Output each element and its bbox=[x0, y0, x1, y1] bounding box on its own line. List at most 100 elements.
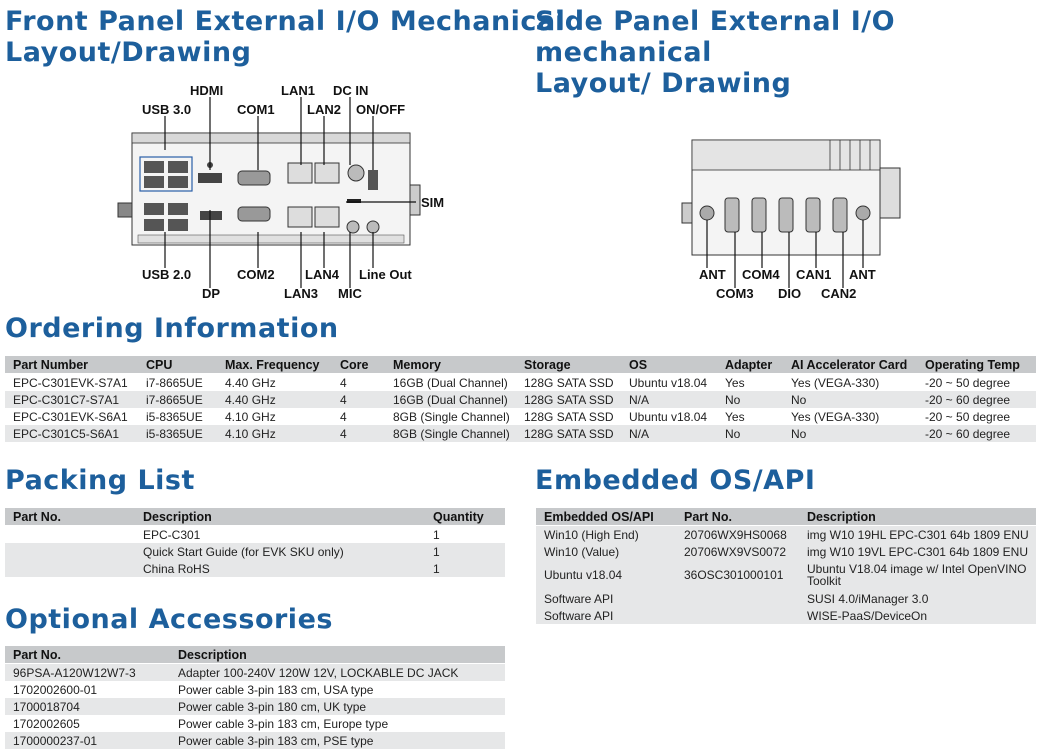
table-cell bbox=[676, 590, 799, 607]
table-row: Ubuntu v18.04 36OSC301000101 Ubuntu V18.… bbox=[536, 560, 1036, 590]
table-cell: 128G SATA SSD bbox=[516, 373, 621, 391]
column-header: Embedded OS/API bbox=[536, 508, 676, 526]
label-ant-right: ANT bbox=[849, 267, 876, 282]
table-cell: i7-8665UE bbox=[138, 373, 217, 391]
label-dc-in: DC IN bbox=[333, 83, 369, 98]
table-header-row: Part No. Description Quantity bbox=[5, 508, 505, 526]
ordering-table: Part Number CPU Max. Frequency Core Memo… bbox=[5, 356, 1036, 442]
table-cell: China RoHS bbox=[135, 560, 425, 577]
table-cell: Power cable 3-pin 183 cm, Europe type bbox=[170, 715, 505, 732]
table-cell: 4.40 GHz bbox=[217, 391, 332, 408]
table-cell: Ubuntu v18.04 bbox=[621, 373, 717, 391]
table-cell: img W10 19VL EPC-C301 64b 1809 ENU bbox=[799, 543, 1036, 560]
table-row: 1700000237-01 Power cable 3-pin 183 cm, … bbox=[5, 732, 505, 749]
accessories-heading: Optional Accessories bbox=[5, 604, 333, 635]
table-cell: 128G SATA SSD bbox=[516, 408, 621, 425]
table-row: 1700018704 Power cable 3-pin 180 cm, UK … bbox=[5, 698, 505, 715]
table-cell: EPC-C301C7-S7A1 bbox=[5, 391, 138, 408]
label-on-off: ON/OFF bbox=[356, 102, 406, 117]
table-cell: Yes bbox=[717, 373, 783, 391]
table-cell: Software API bbox=[536, 607, 676, 624]
embedded-table: Embedded OS/API Part No. Description Win… bbox=[536, 508, 1036, 624]
table-cell: 4.10 GHz bbox=[217, 425, 332, 442]
label-lan4: LAN4 bbox=[305, 267, 339, 282]
table-cell: -20 ~ 60 degree bbox=[917, 391, 1036, 408]
table-cell: Adapter 100-240V 120W 12V, LOCKABLE DC J… bbox=[170, 663, 505, 681]
table-cell: 1702002600-01 bbox=[5, 681, 170, 698]
table-cell: 1700000237-01 bbox=[5, 732, 170, 749]
column-header: Adapter bbox=[717, 356, 783, 374]
table-cell: 16GB (Dual Channel) bbox=[385, 373, 516, 391]
table-cell: -20 ~ 50 degree bbox=[917, 373, 1036, 391]
table-cell: 20706WX9HS0068 bbox=[676, 525, 799, 543]
side-panel-drawing bbox=[681, 139, 901, 256]
column-header: Part Number bbox=[5, 356, 138, 374]
table-cell: Quick Start Guide (for EVK SKU only) bbox=[135, 543, 425, 560]
label-mic: MIC bbox=[338, 286, 362, 301]
table-row: Win10 (Value) 20706WX9VS0072 img W10 19V… bbox=[536, 543, 1036, 560]
column-header: Storage bbox=[516, 356, 621, 374]
table-cell: 36OSC301000101 bbox=[676, 560, 799, 590]
column-header: Part No. bbox=[5, 508, 135, 526]
ordering-heading: Ordering Information bbox=[5, 313, 339, 344]
table-cell: Ubuntu v18.04 bbox=[536, 560, 676, 590]
table-cell: i5-8365UE bbox=[138, 408, 217, 425]
column-header: Description bbox=[170, 646, 505, 664]
table-cell: 8GB (Single Channel) bbox=[385, 408, 516, 425]
table-cell: 1 bbox=[425, 543, 505, 560]
table-cell: Software API bbox=[536, 590, 676, 607]
label-com3: COM3 bbox=[716, 286, 754, 301]
table-header-row: Part Number CPU Max. Frequency Core Memo… bbox=[5, 356, 1036, 374]
column-header: Max. Frequency bbox=[217, 356, 332, 374]
table-row: EPC-C301C7-S7A1 i7-8665UE 4.40 GHz 4 16G… bbox=[5, 391, 1036, 408]
table-cell: 128G SATA SSD bbox=[516, 425, 621, 442]
column-header: CPU bbox=[138, 356, 217, 374]
packing-table: Part No. Description Quantity EPC-C301 1… bbox=[5, 508, 505, 577]
table-cell: 4 bbox=[332, 408, 385, 425]
column-header: Description bbox=[799, 508, 1036, 526]
table-row: EPC-C301EVK-S7A1 i7-8665UE 4.40 GHz 4 16… bbox=[5, 373, 1036, 391]
table-cell: Power cable 3-pin 183 cm, PSE type bbox=[170, 732, 505, 749]
table-cell: EPC-C301 bbox=[135, 525, 425, 543]
label-dio: DIO bbox=[778, 286, 802, 301]
label-com1: COM1 bbox=[237, 102, 275, 117]
label-can2: CAN2 bbox=[821, 286, 857, 301]
column-header: AI Accelerator Card bbox=[783, 356, 917, 374]
table-cell: Ubuntu V18.04 image w/ Intel OpenVINO To… bbox=[799, 560, 1036, 590]
table-cell: EPC-C301EVK-S6A1 bbox=[5, 408, 138, 425]
table-cell: Yes (VEGA-330) bbox=[783, 373, 917, 391]
table-cell: Power cable 3-pin 180 cm, UK type bbox=[170, 698, 505, 715]
table-cell: N/A bbox=[621, 425, 717, 442]
table-cell: 1 bbox=[425, 525, 505, 543]
table-cell: Yes (VEGA-330) bbox=[783, 408, 917, 425]
label-dp: DP bbox=[202, 286, 221, 301]
label-can1: CAN1 bbox=[796, 267, 832, 282]
table-cell: 1700018704 bbox=[5, 698, 170, 715]
front-panel-heading: Front Panel External I/O Mechanical Layo… bbox=[5, 6, 565, 68]
label-ant-left: ANT bbox=[699, 267, 726, 282]
table-cell: No bbox=[717, 425, 783, 442]
column-header: Core bbox=[332, 356, 385, 374]
table-cell: Ubuntu v18.04 bbox=[621, 408, 717, 425]
label-usb30: USB 3.0 bbox=[142, 102, 192, 117]
table-cell: No bbox=[717, 391, 783, 408]
table-row: EPC-C301EVK-S6A1 i5-8365UE 4.10 GHz 4 8G… bbox=[5, 408, 1036, 425]
side-panel-heading: Side Panel External I/O mechanical Layou… bbox=[535, 6, 1048, 99]
column-header: Memory bbox=[385, 356, 516, 374]
table-row: 96PSA-A120W12W7-3 Adapter 100-240V 120W … bbox=[5, 663, 505, 681]
table-row: EPC-C301 1 bbox=[5, 525, 505, 543]
table-row: Win10 (High End) 20706WX9HS0068 img W10 … bbox=[536, 525, 1036, 543]
table-cell: 128G SATA SSD bbox=[516, 391, 621, 408]
packing-heading: Packing List bbox=[5, 465, 195, 496]
label-lan2: LAN2 bbox=[307, 102, 341, 117]
label-lan3: LAN3 bbox=[284, 286, 318, 301]
table-row: Software API WISE-PaaS/DeviceOn bbox=[536, 607, 1036, 624]
table-cell: -20 ~ 60 degree bbox=[917, 425, 1036, 442]
table-cell: i5-8365UE bbox=[138, 425, 217, 442]
side-panel-heading-line1: Side Panel External I/O mechanical bbox=[535, 6, 896, 68]
table-cell: 1 bbox=[425, 560, 505, 577]
table-cell bbox=[5, 560, 135, 577]
label-com4: COM4 bbox=[742, 267, 780, 282]
table-cell bbox=[676, 607, 799, 624]
label-hdmi: HDMI bbox=[190, 83, 224, 98]
